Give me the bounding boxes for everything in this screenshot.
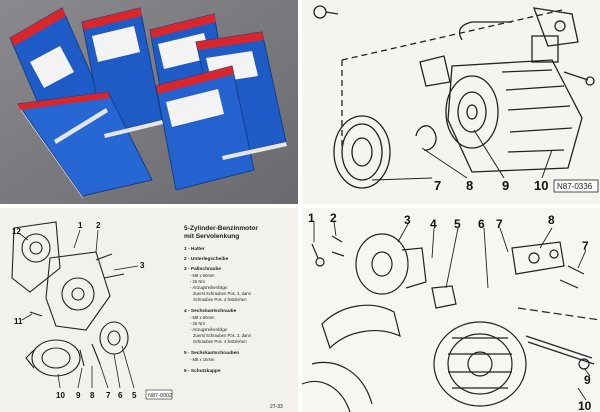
callout-label: 7 [434, 178, 441, 193]
figure-code: N87-0002 [148, 393, 172, 399]
legend-item: - Anzugsreihenfolge: [190, 285, 228, 290]
callout-label: 7 [496, 217, 503, 231]
page-subtitle: mit Servolenkung [184, 233, 239, 240]
alternator-drawing: 1 2 3 4 5 6 7 8 7 9 10 [302, 208, 600, 412]
callout-label: 3 [140, 261, 145, 270]
legend-item: 4 - Sechskantschraube [184, 308, 237, 314]
legend-item: 2 - Unterlegscheibe [184, 256, 229, 262]
page-number: 27-33 [270, 404, 283, 410]
legend-item: 5 - Sechskantschrauben [184, 350, 239, 356]
callout-label: 8 [90, 391, 95, 400]
legend-item: - 25 Nm [190, 279, 205, 284]
legend-item: 6 - Schutzkappe [184, 368, 221, 374]
callout-label: 9 [76, 391, 81, 400]
callout-label: 4 [430, 217, 437, 231]
manual-book [17, 91, 153, 200]
legend-item: Schrauben Pos. 4 festziehen [193, 297, 247, 302]
legend-item: - 25 Nm [190, 321, 205, 326]
callout-label: 7 [582, 239, 589, 253]
callout-label: 12 [12, 227, 21, 236]
compressor-drawing: 7 8 9 10 N87-0336 [302, 0, 600, 204]
legend-item: - M8 x 16mm [190, 357, 215, 362]
figure-code: N87-0336 [557, 182, 593, 191]
callout-label: 8 [548, 213, 555, 227]
manual-book [155, 65, 255, 191]
callout-label: 5 [132, 391, 137, 400]
page-title: 5-Zylinder-Benzinmotor [184, 225, 258, 232]
legend-item: 3 - Paßschraube [184, 266, 221, 272]
callout-label: 10 [578, 399, 592, 412]
callout-label: 8 [466, 178, 473, 193]
callout-label: 9 [584, 373, 591, 387]
callout-label: 6 [478, 217, 485, 231]
callout-label: 5 [454, 217, 461, 231]
callout-label: 10 [56, 391, 65, 400]
legend-item: Schrauben Pos. 4 festziehen [193, 339, 247, 344]
engine-manual-page: 12 1 2 3 11 10 9 8 7 6 5 4 N87-0002 5-Zy… [0, 208, 298, 412]
legend-item: - Anzugsreihenfolge: [190, 327, 228, 332]
callout-label: 1 [78, 221, 83, 230]
callout-label: 10 [534, 178, 548, 193]
callout-label: 3 [404, 213, 411, 227]
callout-label: 2 [96, 221, 101, 230]
callout-label: 7 [106, 391, 111, 400]
callout-label: 11 [14, 317, 23, 326]
legend-item: - M8 x 60mm [190, 273, 215, 278]
callout-label: 9 [502, 178, 509, 193]
legend-item: 1 - Halter [184, 246, 205, 252]
manuals-photo [0, 0, 298, 204]
callout-label: 6 [118, 391, 123, 400]
callout-label: 1 [308, 211, 315, 225]
legend-item: Zuerst Schrauben Pos. 3, dann [193, 333, 252, 338]
callout-label: 2 [330, 211, 337, 225]
legend-item: - M8 x 60mm [190, 315, 215, 320]
legend-item: Zuerst Schrauben Pos. 3, dann [193, 291, 252, 296]
